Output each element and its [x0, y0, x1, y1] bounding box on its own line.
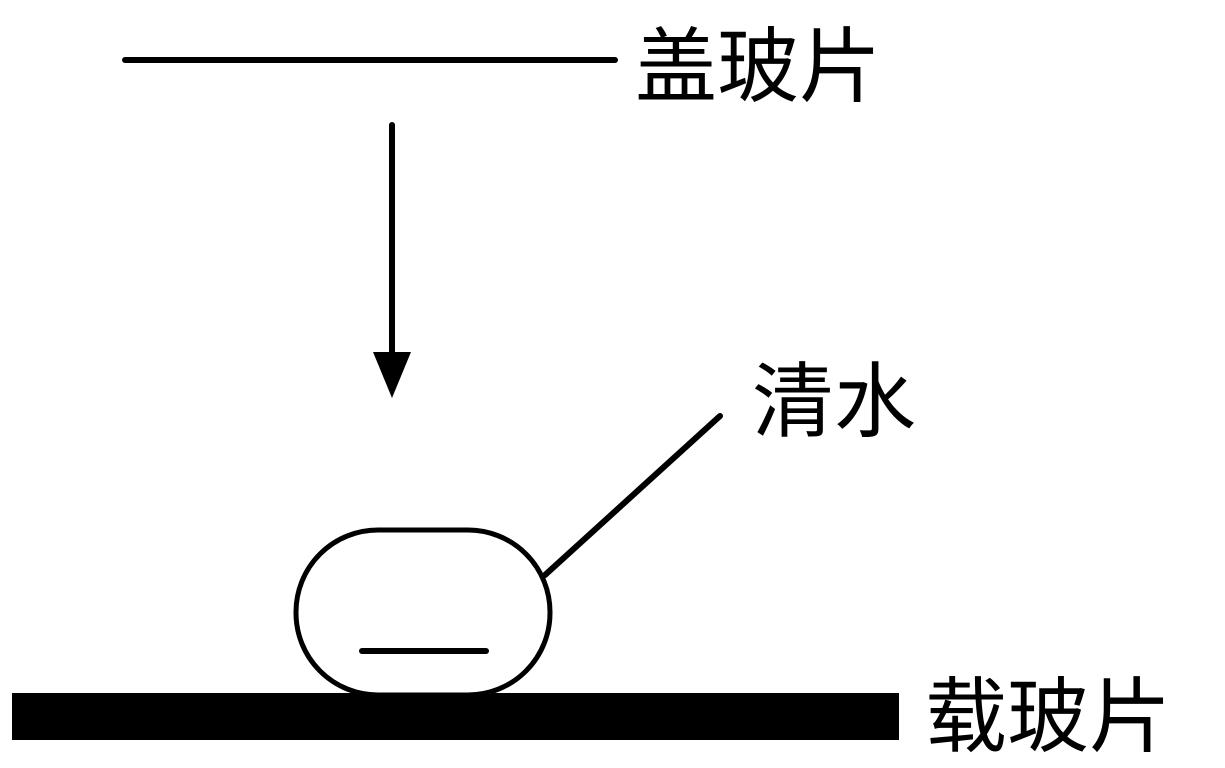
arrow-head	[373, 352, 411, 398]
cover-slip-label: 盖玻片	[635, 20, 881, 115]
water-label: 清水	[752, 355, 916, 450]
glass-slide-bar	[12, 693, 899, 740]
water-drop	[293, 527, 553, 698]
water-leader-line	[542, 413, 723, 578]
glass-slide-label: 载玻片	[925, 670, 1171, 765]
